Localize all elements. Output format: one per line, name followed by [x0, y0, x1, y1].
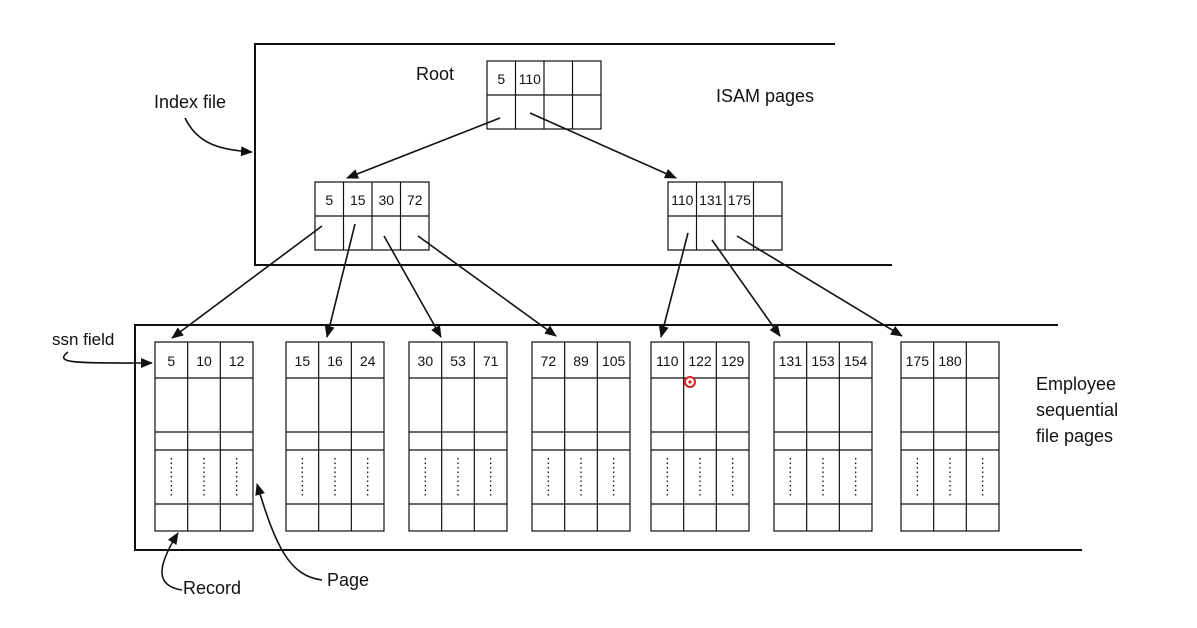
- ssn-value: 154: [844, 353, 868, 369]
- ssn-field-label: ssn field: [52, 330, 114, 349]
- ssn-value: 129: [721, 353, 745, 369]
- index-file-label: Index file: [154, 92, 226, 112]
- root-to-left-arrow: [346, 117, 501, 179]
- index-key: 110: [519, 71, 542, 87]
- record-pointer-arrow: [161, 532, 183, 591]
- index-key: 15: [350, 192, 366, 208]
- data-page: 30 53 71: [408, 341, 508, 532]
- ssn-value: 175: [906, 353, 930, 369]
- ssn-value: 89: [573, 353, 589, 369]
- data-page: 175 180: [900, 341, 1000, 532]
- index-key: 175: [728, 192, 752, 208]
- pointer-arrow-to-page-7: [736, 235, 903, 337]
- ssn-value: 24: [360, 353, 376, 369]
- index-key: 30: [378, 192, 394, 208]
- ssn-value: 30: [418, 353, 434, 369]
- ssn-value: 53: [450, 353, 466, 369]
- data-page: 131 153 154: [773, 341, 873, 532]
- index-file-frame: [254, 43, 892, 266]
- ssn-value: 180: [938, 353, 962, 369]
- pointer-arrow-to-page-4: [417, 235, 557, 337]
- root-to-right-arrow: [529, 112, 677, 179]
- data-page-box: [154, 341, 254, 532]
- index-node-right: 110 131 175: [667, 181, 783, 251]
- employee-label-1: Employee: [1036, 374, 1116, 394]
- data-page-box: [773, 341, 873, 532]
- employee-label-3: file pages: [1036, 426, 1113, 446]
- data-page-box: [408, 341, 508, 532]
- pointer-arrow-to-page-6: [711, 239, 781, 337]
- data-page-box: [650, 341, 750, 532]
- data-file-frame: [134, 324, 1082, 551]
- ssn-value: 12: [229, 353, 245, 369]
- pointer-arrow-to-page-2: [324, 223, 356, 338]
- index-key: 5: [325, 192, 333, 208]
- page-label: Page: [327, 570, 369, 590]
- ssn-value: 105: [602, 353, 626, 369]
- index-key: 5: [497, 71, 505, 87]
- pointer-arrow-to-page-1: [171, 225, 323, 339]
- data-page-box: [285, 341, 385, 532]
- root-index-node: 5 110: [486, 60, 602, 130]
- ssn-value: 72: [541, 353, 557, 369]
- ssn-field-pointer-arrow: [62, 351, 153, 369]
- page-pointer-arrow: [255, 483, 323, 581]
- index-node-left: 5 15 30 72: [314, 181, 430, 251]
- ssn-value: 131: [779, 353, 803, 369]
- ssn-value: 5: [167, 353, 175, 369]
- ssn-value: 71: [483, 353, 499, 369]
- ssn-value: 122: [688, 353, 712, 369]
- pointer-arrow-to-page-5: [658, 232, 689, 338]
- employee-label-2: sequential: [1036, 400, 1118, 420]
- index-key: 110: [671, 192, 694, 208]
- ssn-value: 110: [656, 353, 679, 369]
- pointer-arrow-to-page-3: [383, 235, 442, 338]
- root-label: Root: [416, 64, 454, 84]
- ssn-value: 153: [811, 353, 835, 369]
- ssn-value: 10: [196, 353, 212, 369]
- index-key: 131: [699, 192, 723, 208]
- data-page: 72 89 105: [531, 341, 631, 532]
- record-label: Record: [183, 578, 241, 598]
- data-page-box: [531, 341, 631, 532]
- data-page: 15 16 24: [285, 341, 385, 532]
- data-page: 110 122 129: [650, 341, 750, 532]
- ssn-value: 15: [295, 353, 311, 369]
- data-page-box: [900, 341, 1000, 532]
- data-page: 5 10 12: [154, 341, 254, 532]
- ssn-value: 16: [327, 353, 343, 369]
- index-file-pointer-arrow: [184, 117, 253, 157]
- index-key: 72: [407, 192, 423, 208]
- isam-pages-label: ISAM pages: [716, 86, 814, 106]
- cursor-marker-dot: [688, 380, 692, 384]
